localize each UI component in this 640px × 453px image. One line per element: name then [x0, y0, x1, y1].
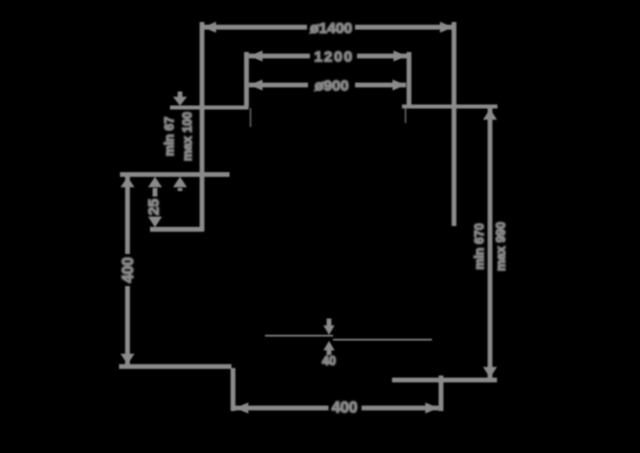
svg-text:min 670: min 670 [473, 223, 487, 270]
svg-text:min 67: min 67 [163, 117, 177, 157]
svg-text:25: 25 [146, 199, 163, 216]
svg-text:400: 400 [120, 257, 137, 283]
svg-text:400: 400 [332, 400, 358, 417]
svg-text:1200: 1200 [314, 49, 354, 66]
svg-text:ø900: ø900 [314, 78, 348, 95]
svg-text:ø1400: ø1400 [310, 20, 353, 37]
svg-text:max 990: max 990 [494, 222, 508, 271]
svg-text:40: 40 [322, 354, 336, 368]
svg-text:max 100: max 100 [181, 112, 195, 161]
